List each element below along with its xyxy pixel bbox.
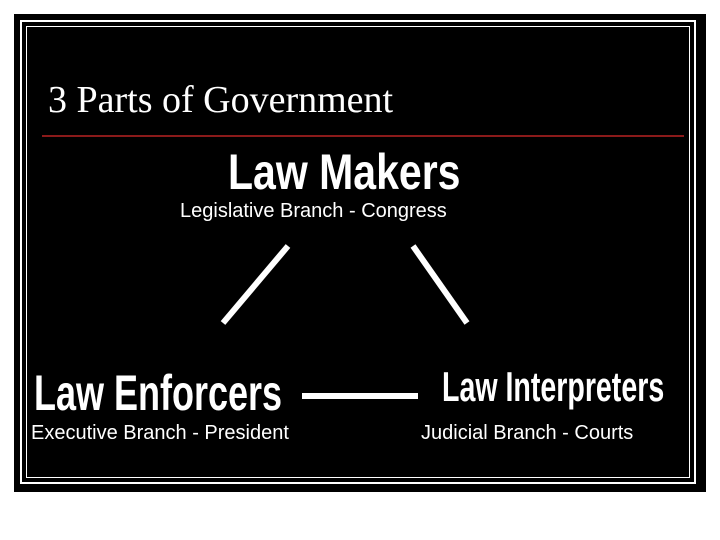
slide-background	[14, 14, 706, 492]
legislative-subtitle: Legislative Branch - Congress	[180, 200, 447, 222]
slide-frame-inner	[26, 26, 690, 478]
judicial-subtitle: Judicial Branch - Courts	[421, 422, 634, 444]
legislative-heading: Law Makers	[228, 144, 461, 200]
executive-heading: Law Enforcers	[34, 365, 283, 421]
judicial-heading: Law Interpreters	[442, 363, 665, 410]
slide-frame-outer	[20, 20, 696, 484]
executive-subtitle: Executive Branch - President	[31, 422, 289, 444]
slide-title: 3 Parts of Government	[48, 79, 394, 121]
title-underline	[42, 135, 684, 137]
